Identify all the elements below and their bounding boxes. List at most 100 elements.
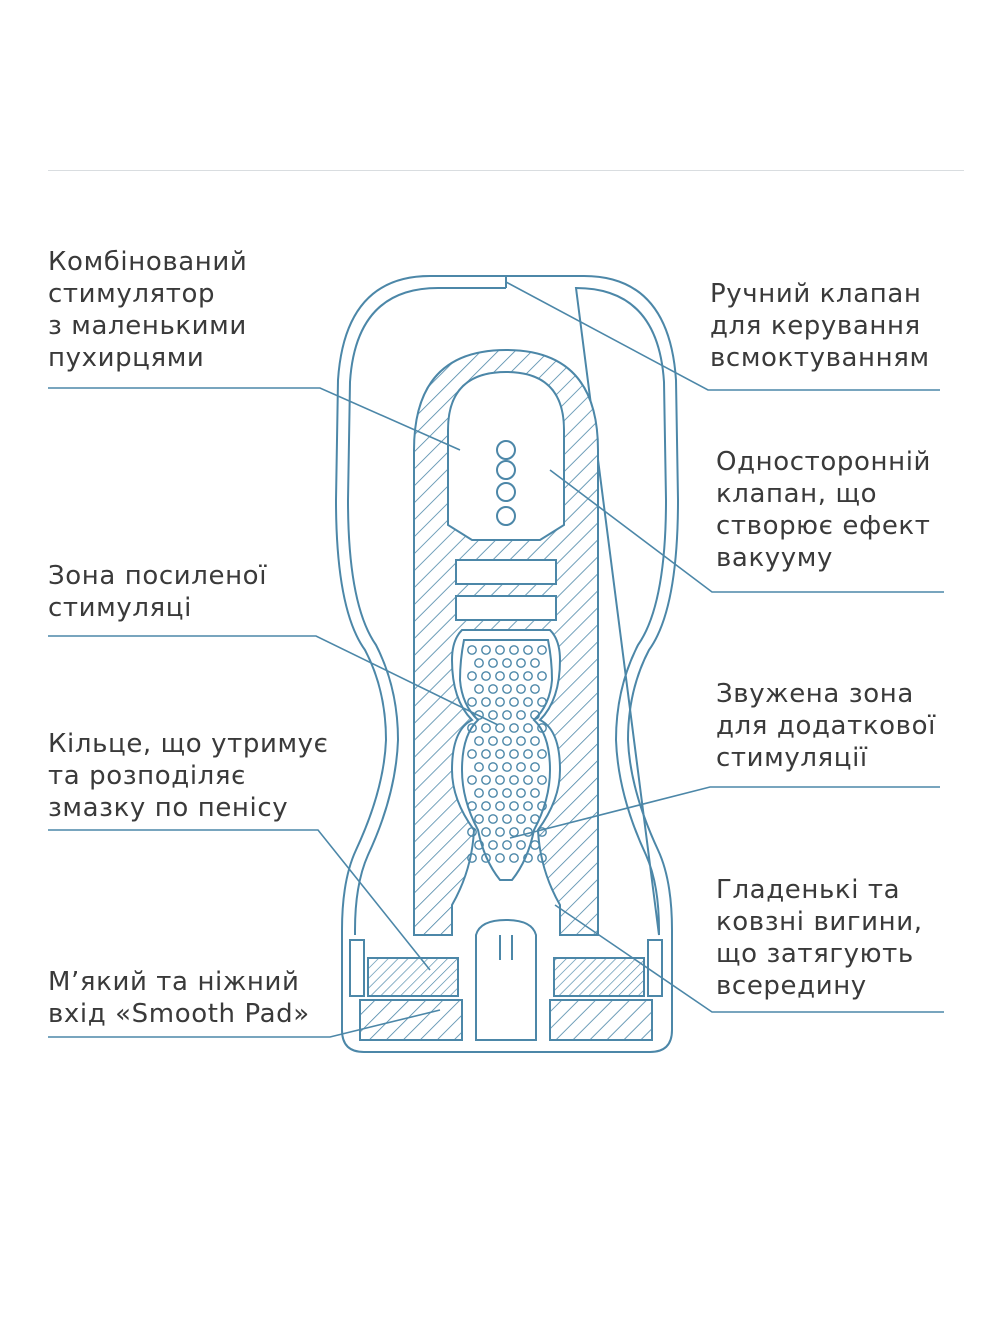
texture-dot: [537, 723, 547, 733]
texture-dot: [523, 723, 533, 733]
texture-dot: [474, 710, 484, 720]
texture-dot: [481, 645, 491, 655]
texture-dot: [474, 736, 484, 746]
texture-dot: [537, 671, 547, 681]
texture-dot: [537, 697, 547, 707]
texture-dot: [502, 814, 512, 824]
texture-dot: [467, 827, 477, 837]
label-manual-valve: Ручний клапан для керування всмоктування…: [710, 279, 930, 373]
texture-dot: [495, 853, 505, 863]
smooth-pad-right: [549, 999, 653, 1041]
texture-dot: [509, 775, 519, 785]
texture-dot: [488, 762, 498, 772]
texture-dot: [502, 762, 512, 772]
texture-dot: [509, 697, 519, 707]
texture-dot: [467, 697, 477, 707]
texture-dot: [537, 801, 547, 811]
lube-ring-left: [367, 957, 459, 997]
texture-dot: [467, 801, 477, 811]
smooth-pad-left: [359, 999, 463, 1041]
texture-dot: [474, 762, 484, 772]
texture-dot: [495, 697, 505, 707]
texture-dot: [495, 671, 505, 681]
texture-dot: [509, 749, 519, 759]
texture-dot: [523, 801, 533, 811]
texture-dot: [502, 658, 512, 668]
leader-smooth-curves: [554, 904, 944, 1013]
texture-dot: [516, 814, 526, 824]
base-clip-left: [349, 939, 365, 997]
leader-lines: [48, 281, 944, 1038]
label-combined-stimulator: Комбінований стимулятор з маленькими пух…: [48, 247, 248, 373]
top-divider: [48, 170, 964, 171]
texture-dot: [488, 658, 498, 668]
texture-dot: [537, 645, 547, 655]
texture-dot: [530, 710, 540, 720]
texture-dot: [516, 762, 526, 772]
texture-dot: [481, 697, 491, 707]
texture-dot: [502, 684, 512, 694]
texture-dot: [516, 736, 526, 746]
texture-dot: [474, 684, 484, 694]
texture-dot: [509, 671, 519, 681]
label-smooth-curves: Гладенькі та ковзні вигини, що затягують…: [716, 875, 923, 1001]
texture-dot: [530, 788, 540, 798]
texture-dot: [530, 840, 540, 850]
lower-chamber-dots: [467, 645, 547, 863]
leader-lube-ring: [48, 829, 431, 971]
texture-dot: [467, 671, 477, 681]
leader-manual-valve: [505, 281, 940, 391]
texture-dot: [537, 853, 547, 863]
texture-dot: [509, 801, 519, 811]
texture-dot: [495, 749, 505, 759]
base-clip-right: [647, 939, 663, 997]
texture-dot: [488, 684, 498, 694]
texture-dot: [481, 801, 491, 811]
texture-dot: [481, 775, 491, 785]
texture-dot: [509, 723, 519, 733]
texture-dot: [523, 775, 533, 785]
texture-dot: [523, 749, 533, 759]
leader-narrowed-zone: [509, 786, 940, 839]
texture-dot: [481, 671, 491, 681]
texture-dot: [495, 827, 505, 837]
texture-dot: [488, 710, 498, 720]
texture-dot: [502, 840, 512, 850]
texture-dot: [481, 723, 491, 733]
texture-dot: [474, 840, 484, 850]
texture-dot: [502, 788, 512, 798]
leader-one-way-valve: [549, 469, 944, 593]
leader-smooth-pad: [48, 1009, 441, 1038]
texture-dot: [495, 801, 505, 811]
label-smooth-pad: М’який та ніжний вхід «Smooth Pad»: [48, 967, 310, 1029]
texture-dot: [516, 840, 526, 850]
texture-dot: [530, 814, 540, 824]
texture-dot: [523, 697, 533, 707]
texture-dot: [516, 684, 526, 694]
texture-dot: [537, 749, 547, 759]
texture-dot: [495, 645, 505, 655]
valve-ring-1: [455, 559, 557, 585]
texture-dot: [516, 710, 526, 720]
texture-dot: [516, 788, 526, 798]
texture-dot: [467, 645, 477, 655]
entrance-channel: [475, 918, 537, 1041]
texture-dot: [467, 853, 477, 863]
lube-ring-right: [553, 957, 645, 997]
texture-dot: [537, 827, 547, 837]
texture-dot: [481, 853, 491, 863]
label-lube-ring: Кільце, що утримує та розподіляє змазку …: [48, 729, 329, 823]
texture-dot: [488, 788, 498, 798]
texture-dot: [481, 827, 491, 837]
texture-dot: [509, 645, 519, 655]
outer-case-outline: [334, 275, 680, 1053]
texture-dot: [467, 775, 477, 785]
texture-dot: [488, 736, 498, 746]
texture-dot: [502, 736, 512, 746]
valve-ring-2: [455, 595, 557, 621]
texture-dot: [530, 658, 540, 668]
upper-chamber: [447, 370, 565, 541]
texture-dot: [495, 775, 505, 785]
leader-enhanced-zone: [48, 635, 499, 726]
